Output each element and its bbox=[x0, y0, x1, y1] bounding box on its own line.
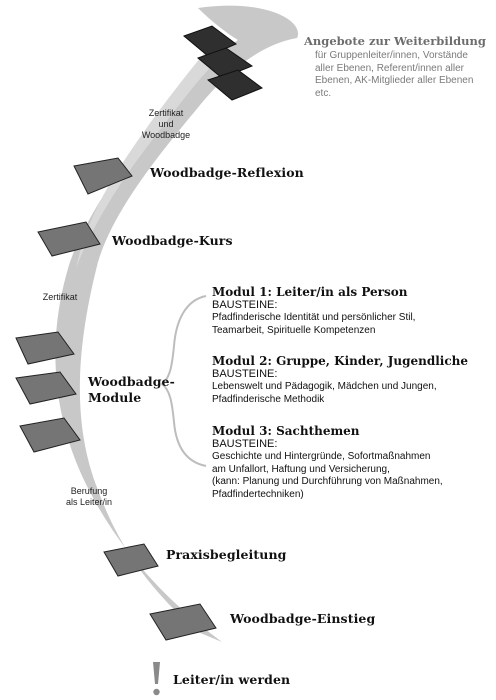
module-3-content: Geschichte und Hintergründe, Sofortmaßna… bbox=[212, 451, 443, 500]
stage-kurs: Woodbadge-Kurs bbox=[112, 233, 233, 248]
offer-text: für Gruppenleiter/innen, Vorstände aller… bbox=[315, 50, 474, 99]
stage-module-line1: Woodbadge- bbox=[88, 374, 175, 389]
module-2: Modul 2: Gruppe, Kinder, Jugendliche BAU… bbox=[212, 354, 492, 406]
module-1-title: Modul 1: Leiter/in als Person bbox=[212, 285, 408, 299]
module-1-bausteine: BAUSTEINE: bbox=[212, 299, 278, 311]
path-arc bbox=[55, 5, 299, 642]
exclamation-mark bbox=[153, 662, 160, 696]
module-3: Modul 3: Sachthemen BAUSTEINE: Geschicht… bbox=[212, 424, 492, 501]
diamond-modul-2 bbox=[15, 371, 77, 405]
module-3-bausteine: BAUSTEINE: bbox=[212, 438, 278, 450]
diamond-einstieg bbox=[149, 603, 217, 641]
diamond-reflexion bbox=[73, 157, 133, 195]
module-2-title: Modul 2: Gruppe, Kinder, Jugendliche bbox=[212, 354, 469, 368]
note-zertifikat: Zertifikat bbox=[42, 292, 78, 302]
diamond-kurs bbox=[37, 221, 101, 257]
module-1-content: Pfadfinderische Identität und persönlich… bbox=[212, 312, 416, 336]
diamond-praxis bbox=[103, 543, 159, 577]
diamond-offer-3 bbox=[206, 69, 264, 101]
module-3-title: Modul 3: Sachthemen bbox=[212, 424, 360, 438]
note-berufung: Berufung als Leiter/in bbox=[65, 486, 113, 507]
stage-leiter: Leiter/in werden bbox=[173, 672, 291, 687]
diamond-modul-1 bbox=[15, 331, 75, 365]
offer-title: Angebote zur Weiterbildung bbox=[304, 34, 486, 48]
module-2-bausteine: BAUSTEINE: bbox=[212, 368, 278, 380]
stage-module: Woodbadge- Module bbox=[88, 374, 175, 406]
diamond-offer-1 bbox=[183, 25, 237, 57]
stage-reflexion: Woodbadge-Reflexion bbox=[150, 165, 304, 180]
module-2-content: Lebenswelt und Pädagogik, Mädchen und Ju… bbox=[212, 381, 437, 405]
stage-praxis: Praxisbegleitung bbox=[166, 547, 287, 562]
module-brace bbox=[160, 295, 207, 467]
stage-module-line2: Module bbox=[88, 390, 142, 405]
stage-einstieg: Woodbadge-Einstieg bbox=[230, 611, 376, 626]
module-1: Modul 1: Leiter/in als Person BAUSTEINE:… bbox=[212, 285, 492, 337]
diamond-modul-3 bbox=[19, 417, 81, 453]
note-zertifikat-woodbadge: Zertifikat und Woodbadge bbox=[141, 108, 191, 140]
